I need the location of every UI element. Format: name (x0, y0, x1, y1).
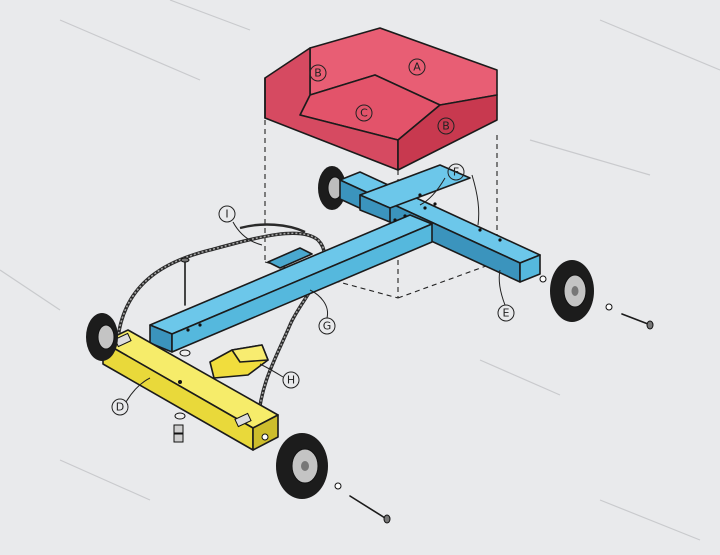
svg-text:H: H (287, 374, 295, 387)
svg-text:C: C (360, 107, 368, 120)
part-label-b-right: B (437, 117, 455, 135)
svg-text:I: I (225, 208, 228, 221)
bolt-icon (180, 257, 190, 306)
beam-screws (186, 193, 502, 332)
svg-text:B: B (442, 120, 450, 133)
svg-text:B: B (314, 67, 322, 80)
svg-text:D: D (116, 401, 124, 414)
front-axle-d (102, 329, 279, 451)
bolt-icon (349, 495, 391, 524)
part-label-d: D (111, 398, 129, 416)
part-label-c: C (355, 104, 373, 122)
part-label-f: F (447, 163, 465, 181)
washer-icon (334, 275, 613, 490)
svg-text:G: G (323, 320, 332, 333)
washer-icon (174, 349, 191, 420)
part-label-h: H (282, 371, 300, 389)
front-axle-d-end (252, 414, 279, 451)
svg-text:E: E (503, 307, 510, 320)
svg-text:F: F (453, 166, 459, 179)
seat-left-side-panel-b (264, 47, 399, 171)
wheel-icon (318, 166, 346, 210)
wheel-icon (86, 313, 118, 361)
leader-lines (125, 174, 506, 403)
part-label-b-left: B (309, 64, 327, 82)
main-beam-g-front (171, 223, 433, 353)
paper-guidelines (0, 0, 720, 541)
chassis (149, 164, 541, 353)
seat-right-side-panel-b (397, 94, 498, 171)
cross-brace-f-side (359, 194, 391, 223)
rear-axle-e-end (519, 254, 541, 283)
bolt-icon (621, 313, 654, 330)
svg-text:A: A (413, 61, 421, 74)
steering-rope (116, 231, 327, 421)
wheel-icon (276, 433, 328, 499)
seat-box (264, 27, 498, 171)
part-label-e: E (497, 304, 515, 322)
nut-icon (173, 424, 184, 443)
part-label-a: A (408, 58, 426, 76)
part-label-g: G (318, 317, 336, 335)
wheel-icon (550, 260, 594, 322)
part-label-i: I (218, 205, 236, 223)
